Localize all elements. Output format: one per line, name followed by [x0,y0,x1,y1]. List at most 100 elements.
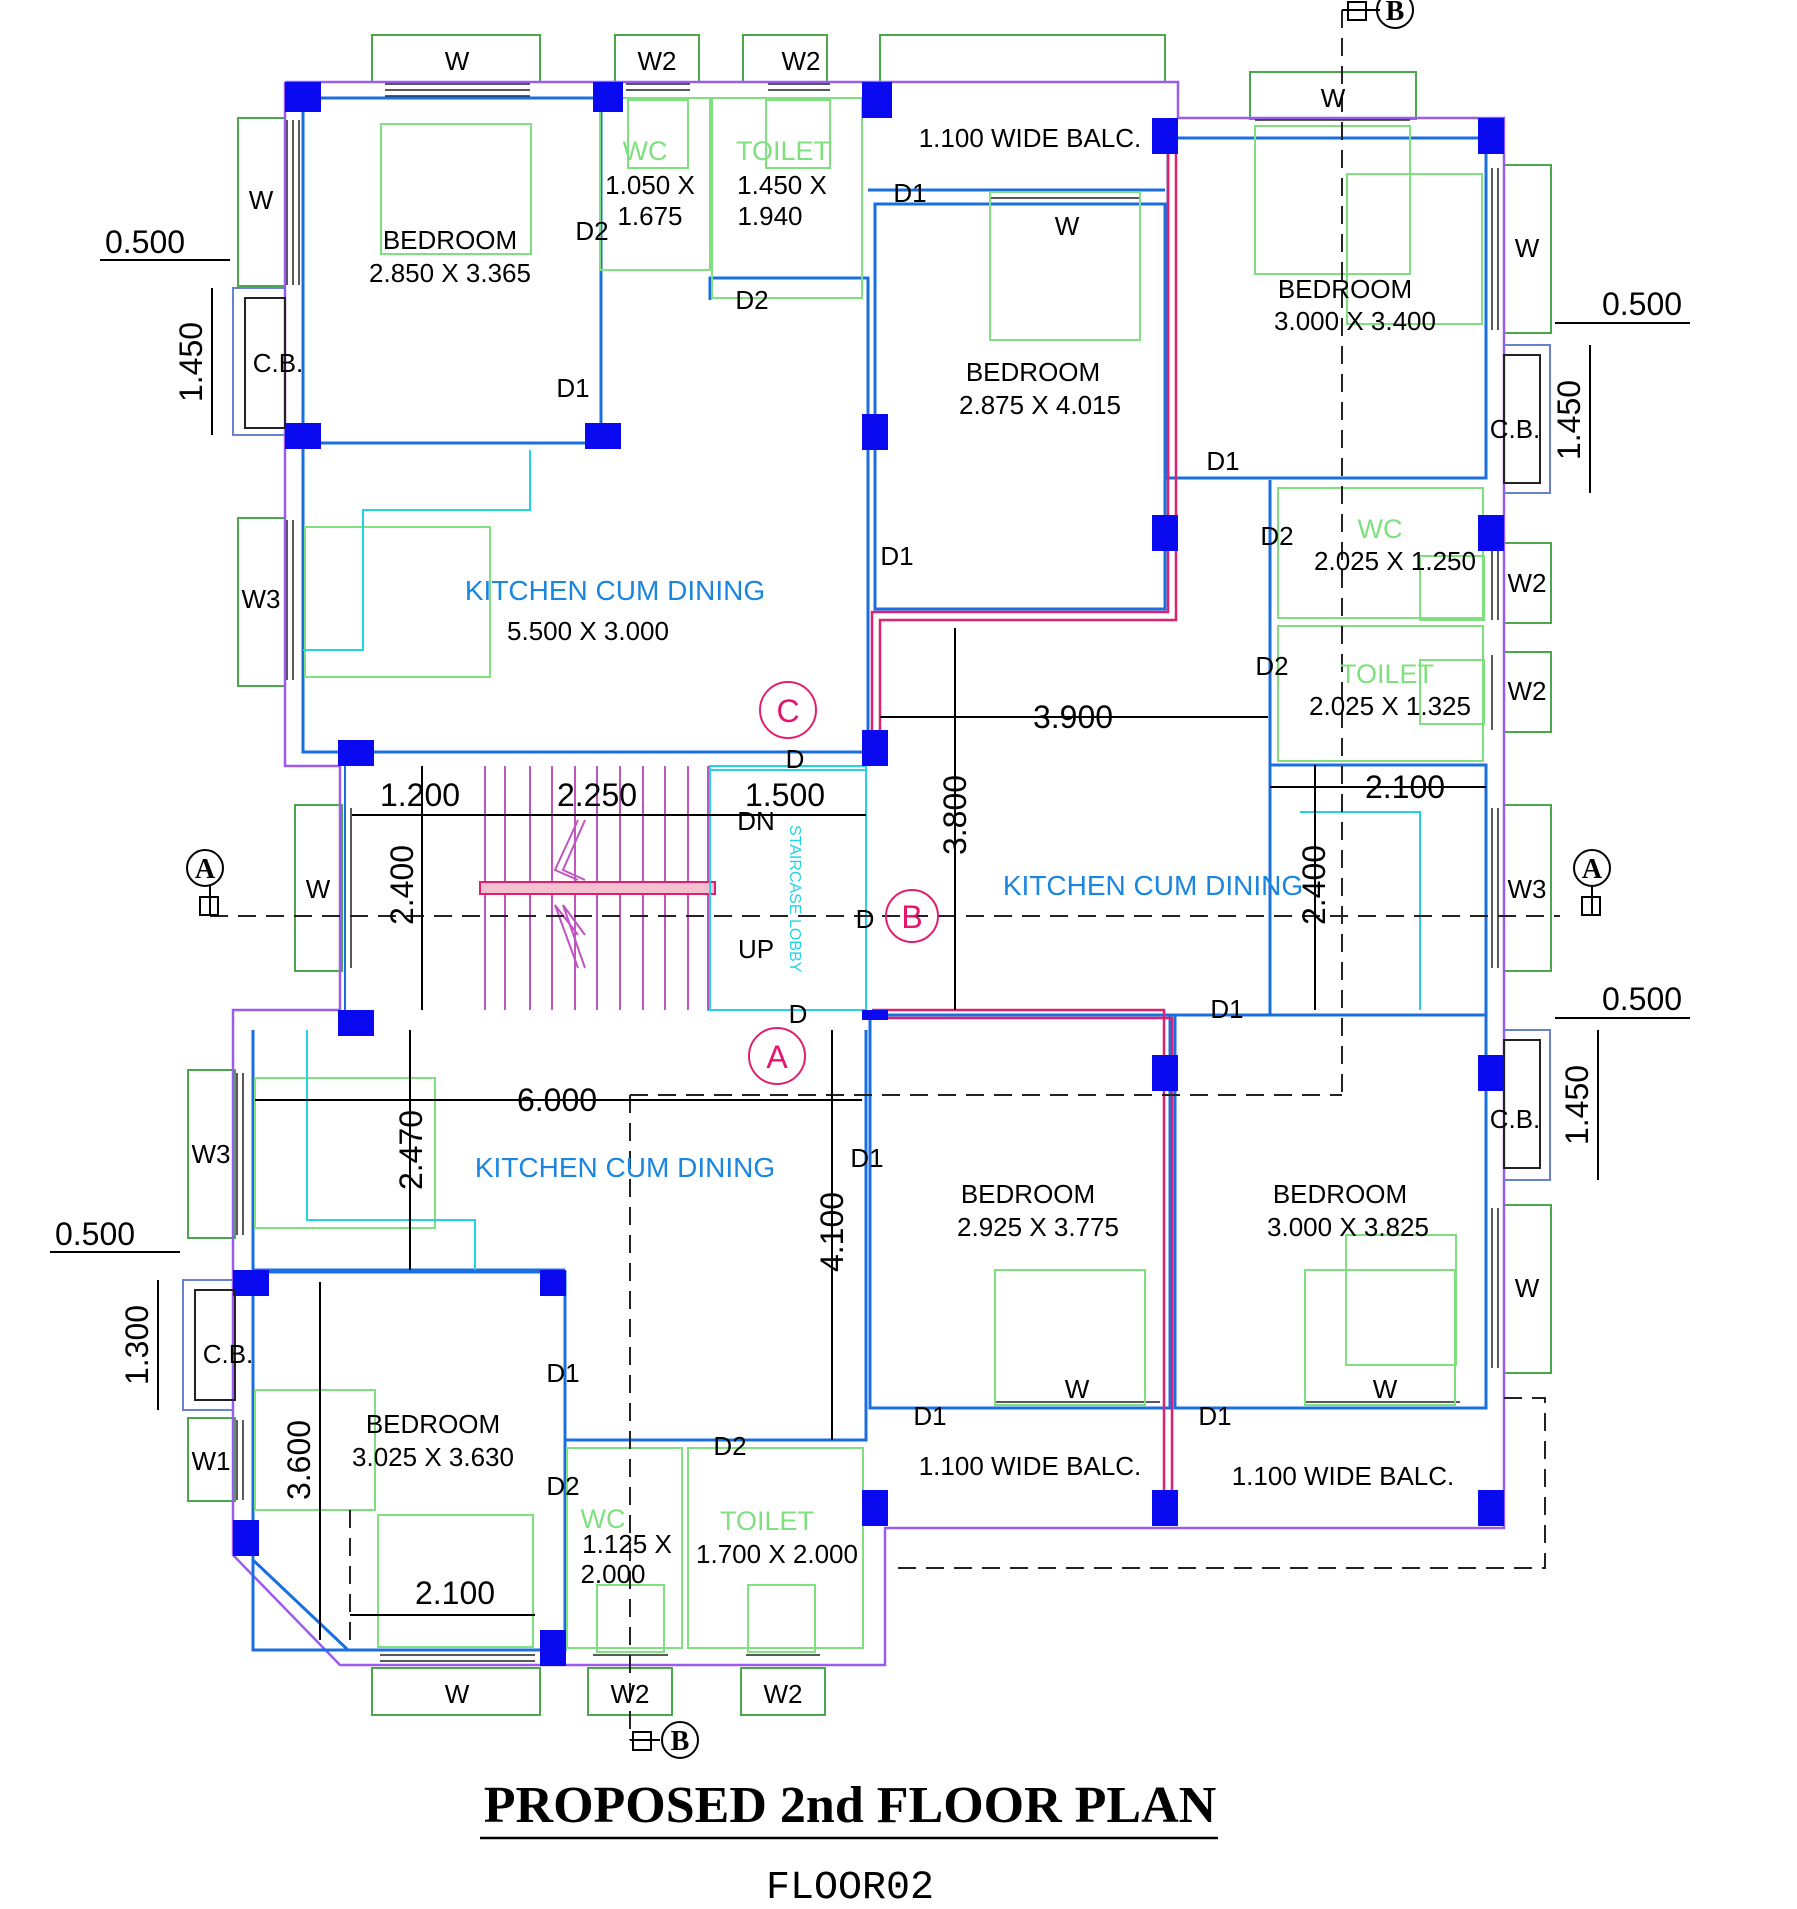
red-walls [870,118,1178,1520]
room-name: BEDROOM [1273,1179,1407,1209]
dimension-text: 0.500 [1602,286,1682,322]
window-label: W2 [1508,568,1547,598]
page-subtitle: FLOOR02 [766,1866,934,1909]
cupboard-label: C.B. [1490,414,1541,444]
staircase [344,766,716,1010]
room-size: 1.675 [617,201,682,231]
section-b-top: B [1386,0,1405,27]
window-label: W [1055,211,1080,241]
reference-markers [748,681,939,1085]
room-size: 3.000 X 3.400 [1274,306,1436,336]
inner-walls [251,96,1488,1652]
window-label: W [306,874,331,904]
dimension-text: 2.400 [1296,845,1332,925]
marker-a: A [766,1039,788,1075]
door-label: D [789,999,808,1029]
room-size: 1.050 X [605,170,695,200]
room-name: WC [623,136,668,166]
door-label: D1 [893,178,926,208]
door-label: D1 [546,1358,579,1388]
window-label: W [1321,83,1346,113]
balcony-label: 1.100 WIDE BALC. [919,123,1142,153]
dimension-text: 2.400 [384,845,420,925]
dimension-lines [50,259,1690,1640]
room-name: KITCHEN CUM DINING [465,575,765,606]
dimension-text: 1.450 [173,322,209,402]
room-size: 2.925 X 3.775 [957,1212,1119,1242]
window-label: W [445,1679,470,1709]
dimension-text: 6.000 [517,1082,597,1118]
room-size: 2.025 X 1.325 [1309,691,1471,721]
room-size: 2.000 [580,1559,645,1589]
dimension-text: 2.100 [415,1575,495,1611]
door-label: D [856,904,875,934]
room-name: TOILET [1340,659,1434,689]
dimension-text: 0.500 [55,1216,135,1252]
balcony-label: 1.100 WIDE BALC. [1232,1461,1455,1491]
marker-c: C [776,693,799,729]
window-label: W3 [242,584,281,614]
door-label: D2 [735,285,768,315]
room-size: 2.025 X 1.250 [1314,546,1476,576]
stair-lobby-frame [709,765,867,1011]
room-name: WC [581,1504,626,1534]
cupboard-label: C.B. [1490,1104,1541,1134]
dimension-text: 2.470 [393,1110,429,1190]
window-label: W [1065,1374,1090,1404]
section-a-left: A [195,854,216,885]
cupboard-label: C.B. [203,1339,254,1369]
dimension-text: 0.500 [105,224,185,260]
window-label: W1 [192,1446,231,1476]
cupboard-label: C.B. [253,348,304,378]
room-name: BEDROOM [383,225,517,255]
room-name: WC [1358,514,1403,544]
window-label: W3 [192,1139,231,1169]
door-label: D1 [1198,1401,1231,1431]
dimension-text: 1.450 [1559,1065,1595,1145]
door-label: D2 [546,1471,579,1501]
room-name: BEDROOM [366,1409,500,1439]
door-label: D [786,744,805,774]
section-a-right: A [1582,854,1603,885]
door-label: D1 [913,1401,946,1431]
cupboards [182,287,1551,1411]
section-markers [186,0,1611,1759]
window-label: W2 [782,46,821,76]
window-label: W [249,185,274,215]
window-label: W2 [611,1679,650,1709]
room-size: 3.000 X 3.825 [1267,1212,1429,1242]
room-name: BEDROOM [961,1179,1095,1209]
door-label: D2 [713,1431,746,1461]
room-size: 1.125 X [582,1529,672,1559]
door-label: D1 [880,541,913,571]
room-size: 2.850 X 3.365 [369,258,531,288]
room-name: TOILET [736,136,830,166]
window-label: W2 [638,46,677,76]
room-size: 2.875 X 4.015 [959,390,1121,420]
room-size: 3.025 X 3.630 [352,1442,514,1472]
room-name: KITCHEN CUM DINING [475,1152,775,1183]
room-size: 1.450 X [737,170,827,200]
dimension-text: 1.300 [119,1305,155,1385]
window-label: W [1515,1273,1540,1303]
dimension-text: 0.500 [1602,981,1682,1017]
dimension-text: 3.600 [281,1420,317,1500]
page-title: PROPOSED 2nd FLOOR PLAN [484,1777,1216,1834]
dimension-text: 2.100 [1365,769,1445,805]
door-label: D2 [575,216,608,246]
stair-up-label: UP [738,934,774,964]
dimension-text: 1.500 [745,777,825,813]
door-label: D1 [1210,994,1243,1024]
dimension-text: 3.900 [1033,699,1113,735]
room-name: TOILET [720,1506,814,1536]
section-b-bottom: B [671,1726,690,1757]
window-label: W [1515,233,1540,263]
balcony-label: 1.100 WIDE BALC. [919,1451,1142,1481]
dimension-text: 2.250 [557,777,637,813]
room-size: 1.940 [737,201,802,231]
dimension-text: 1.450 [1551,380,1587,460]
room-name: BEDROOM [966,357,1100,387]
door-label: D1 [556,373,589,403]
dimension-text: 3.800 [937,775,973,855]
